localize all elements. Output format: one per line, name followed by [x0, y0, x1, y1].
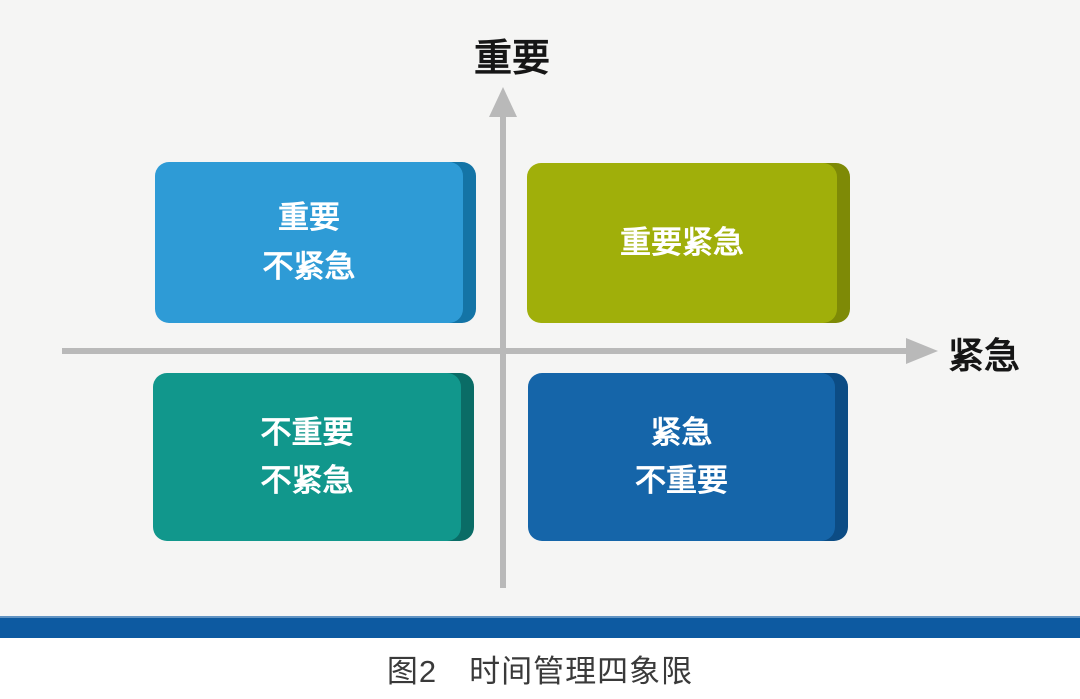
- x-axis-line: [62, 348, 908, 354]
- divider-bar: [0, 616, 1080, 638]
- x-axis-arrow-icon: [906, 338, 938, 364]
- quadrant-label: 不重要 不紧急: [260, 414, 354, 498]
- y-axis-label: 重要: [473, 38, 550, 80]
- quadrant-diagram-canvas: 重要 紧急 重要 不紧急 重要紧急 不重要 不紧急 紧急 不重要: [0, 0, 1080, 616]
- quadrant-label: 重要 不紧急: [262, 200, 356, 284]
- x-axis-label: 紧急: [948, 335, 1021, 376]
- caption-row: 图2 时间管理四象限: [0, 638, 1080, 699]
- y-axis-arrow-icon: [489, 87, 517, 117]
- quadrant-urgent-not-important: 紧急 不重要: [528, 373, 835, 541]
- quadrant-label: 紧急 不重要: [635, 414, 728, 498]
- quadrant-important-not-urgent: 重要 不紧急: [155, 162, 463, 323]
- quadrant-important-urgent: 重要紧急: [527, 163, 837, 323]
- quadrant-label: 重要紧急: [620, 224, 744, 260]
- quadrant-not-important-not-urgent: 不重要 不紧急: [153, 373, 461, 541]
- figure-caption: 图2 时间管理四象限: [386, 654, 694, 689]
